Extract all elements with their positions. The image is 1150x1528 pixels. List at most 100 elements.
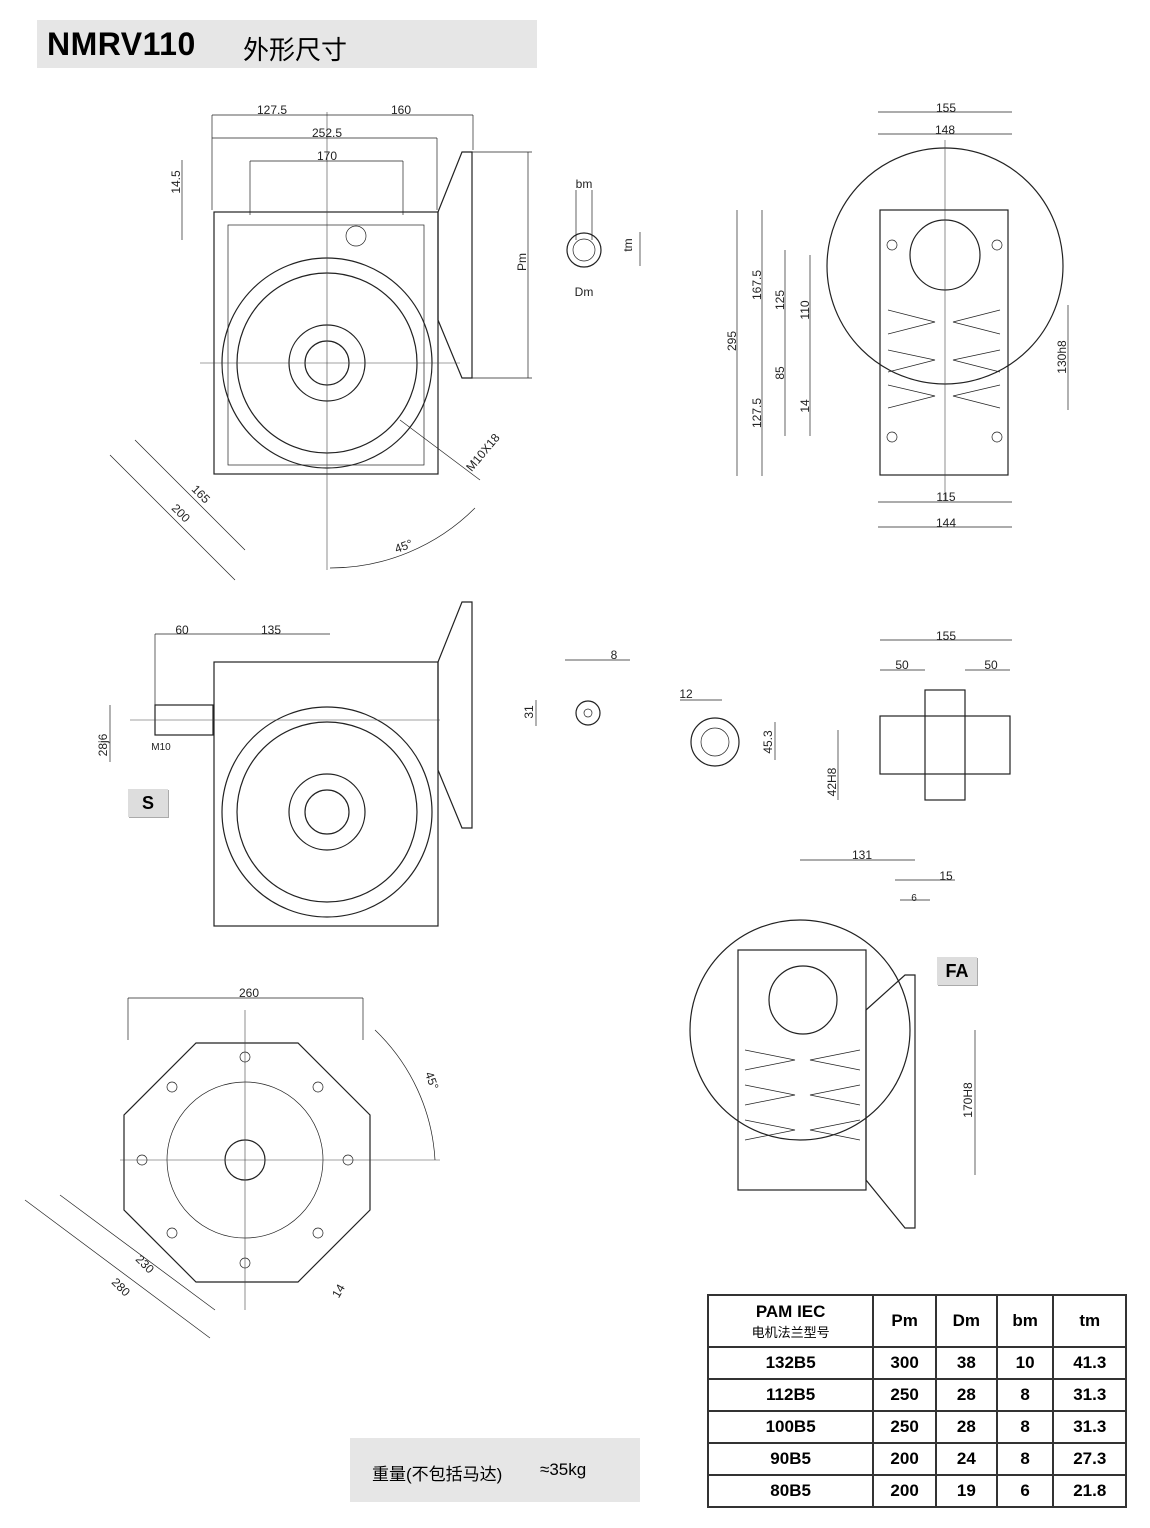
dim-260: 260 xyxy=(239,986,259,1000)
cell: 200 xyxy=(872,1474,937,1508)
cell: 132B5 xyxy=(706,1346,875,1380)
s-shaft-end: 8 31 xyxy=(522,648,630,726)
cell: 112B5 xyxy=(706,1378,875,1412)
dim-bm: bm xyxy=(576,177,593,191)
model-title: NMRV110 xyxy=(47,26,196,62)
weight-box: 重量(不包括马达) ≈35kg xyxy=(350,1438,640,1502)
header-pam-iec: PAM IEC 电机法兰型号 xyxy=(706,1294,875,1348)
cell: 8 xyxy=(995,1442,1055,1476)
dim-6: 6 xyxy=(911,893,917,904)
cell: 250 xyxy=(872,1378,937,1412)
dim-144: 144 xyxy=(936,516,956,530)
dim-angle-45: 45° xyxy=(393,536,415,555)
dim-42h8: 42H8 xyxy=(825,767,839,796)
dim-165: 165 xyxy=(189,482,213,506)
title-subtitle: 外形尺寸 xyxy=(243,35,348,65)
dim-155: 155 xyxy=(936,101,956,115)
dim-170h8: 170H8 xyxy=(961,1082,975,1118)
dim-170: 170 xyxy=(317,149,337,163)
s-version-view: 60 135 28j6 M10 xyxy=(96,601,473,927)
cell: 10 xyxy=(995,1346,1055,1380)
cell: 19 xyxy=(934,1474,998,1508)
header-dm: Dm xyxy=(934,1294,998,1348)
cell: 21.8 xyxy=(1052,1474,1127,1508)
cell: 38 xyxy=(934,1346,998,1380)
weight-label: 重量(不包括马达) xyxy=(372,1465,503,1484)
dim-148: 148 xyxy=(935,123,955,137)
output-flange-view: 260 45° 230 280 14 xyxy=(24,986,442,1339)
dim-50-right: 50 xyxy=(984,658,998,672)
dim-m10x18: M10X18 xyxy=(463,431,503,474)
dim-14-side: 14 xyxy=(798,399,812,413)
cell: 250 xyxy=(872,1410,937,1444)
dim-8: 8 xyxy=(611,648,618,662)
s-version-badge: S xyxy=(128,789,168,817)
cell: 6 xyxy=(995,1474,1055,1508)
dim-85: 85 xyxy=(773,366,787,380)
shaft-bore-detail: bm tm Dm xyxy=(566,177,641,299)
fa-flange-view: 131 15 6 170H8 xyxy=(689,848,976,1229)
dim-135: 135 xyxy=(261,623,281,637)
dim-295: 295 xyxy=(725,331,739,351)
table-header-row: PAM IEC 电机法兰型号 Pm Dm bm tm xyxy=(706,1294,1127,1348)
dim-pm: Pm xyxy=(515,253,529,271)
dim-110: 110 xyxy=(798,300,812,319)
weight-value: ≈35kg xyxy=(540,1460,587,1479)
dim-dm: Dm xyxy=(575,285,594,299)
title-bar: NMRV110 外形尺寸 xyxy=(37,20,537,68)
dim-130h8: 130h8 xyxy=(1055,340,1069,374)
keyway-detail: 12 45.3 xyxy=(679,687,776,767)
dim-125: 125 xyxy=(773,290,787,310)
cell: 28 xyxy=(934,1410,998,1444)
cell: 300 xyxy=(872,1346,937,1380)
dim-167-5: 167.5 xyxy=(750,270,764,300)
hollow-shaft-section: 155 50 50 42H8 xyxy=(825,629,1012,801)
dim-230: 230 xyxy=(133,1252,157,1276)
header-pm: Pm xyxy=(872,1294,937,1348)
dim-m10: M10 xyxy=(151,742,171,753)
dim-252-5: 252.5 xyxy=(312,126,342,140)
cell: 90B5 xyxy=(706,1442,875,1476)
cell: 100B5 xyxy=(706,1410,875,1444)
dim-45-3: 45.3 xyxy=(761,730,775,754)
dim-60: 60 xyxy=(175,623,189,637)
dim-131: 131 xyxy=(852,848,872,862)
cell: 200 xyxy=(872,1442,937,1476)
cell: 8 xyxy=(995,1410,1055,1444)
cell: 27.3 xyxy=(1052,1442,1127,1476)
dim-127-5-side: 127.5 xyxy=(750,398,764,428)
dim-tm: tm xyxy=(621,238,635,251)
header-bm: bm xyxy=(995,1294,1055,1348)
dim-28j6: 28j6 xyxy=(96,733,110,756)
dim-14-flange: 14 xyxy=(329,1281,348,1300)
dim-280: 280 xyxy=(109,1275,133,1299)
dim-31: 31 xyxy=(522,705,536,719)
header-pam-iec-sub: 电机法兰型号 xyxy=(751,1324,830,1340)
header-tm: tm xyxy=(1052,1294,1127,1348)
dim-160: 160 xyxy=(391,103,411,117)
cell: 8 xyxy=(995,1378,1055,1412)
dim-155-hollow: 155 xyxy=(936,629,956,643)
dim-200: 200 xyxy=(169,501,193,525)
dim-127-5: 127.5 xyxy=(257,103,287,117)
cell: 28 xyxy=(934,1378,998,1412)
side-view: 155 148 167.5 125 110 295 85 127.5 14 13… xyxy=(725,101,1069,530)
dim-115: 115 xyxy=(936,490,955,504)
cell: 41.3 xyxy=(1052,1346,1127,1380)
dim-angle-45-flange: 45° xyxy=(422,1070,441,1092)
cell: 31.3 xyxy=(1052,1410,1127,1444)
dim-50-left: 50 xyxy=(895,658,909,672)
header-pam-iec-label: PAM IEC xyxy=(755,1301,826,1321)
fa-version-badge: FA xyxy=(937,957,977,985)
dim-15: 15 xyxy=(939,869,953,883)
cell: 31.3 xyxy=(1052,1378,1127,1412)
cell: 24 xyxy=(934,1442,998,1476)
